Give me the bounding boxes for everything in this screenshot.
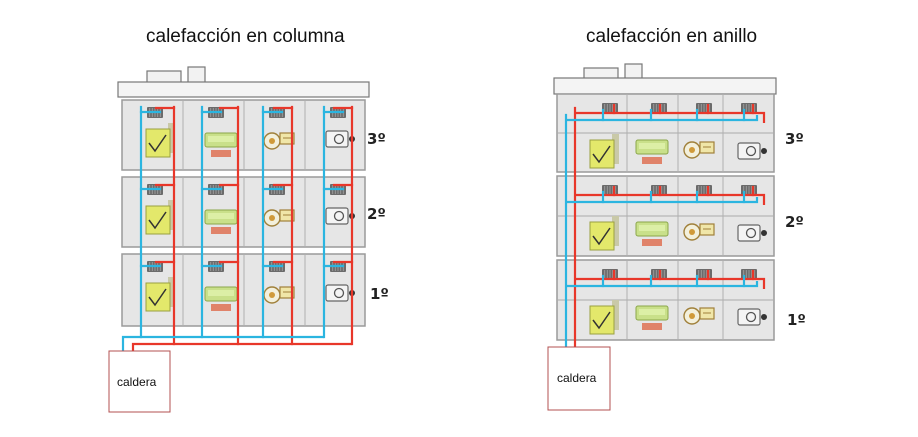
pipes-ring	[564, 103, 766, 350]
floor-label-3-left: 3º	[367, 130, 386, 148]
floor-label-1-left: 1º	[370, 285, 389, 303]
radiator-icon	[602, 269, 618, 279]
cooker-icon	[263, 209, 295, 227]
boiler-ring	[547, 346, 611, 411]
radiator-icon	[602, 185, 618, 195]
floor-label-3-right: 3º	[785, 130, 804, 148]
cooker-icon	[263, 286, 295, 304]
building-column	[117, 66, 370, 327]
floor-label-1-right: 1º	[787, 311, 806, 329]
washing-machine-icon	[737, 142, 767, 160]
boiler-label-left: caldera	[117, 375, 157, 389]
sofa-icon	[635, 221, 669, 246]
supply-ring	[575, 111, 766, 123]
return-ring	[566, 115, 759, 122]
diagram-title-ring: calefacción en anillo	[586, 26, 758, 47]
sofa-icon	[635, 139, 669, 164]
diagram-title-column: calefacción en columna	[146, 26, 345, 47]
sofa-icon	[204, 209, 238, 234]
bed-icon	[589, 134, 619, 169]
radiator-icon	[696, 103, 712, 113]
cooker-icon	[683, 223, 715, 241]
floor-label-2-left: 2º	[367, 205, 386, 223]
return-ring	[566, 197, 759, 204]
supply-ring	[575, 193, 766, 205]
roof-chimney	[187, 66, 206, 84]
roof	[553, 77, 777, 95]
return-main	[121, 335, 324, 352]
boiler-column	[108, 350, 171, 413]
pipes-column	[121, 105, 354, 352]
building-ring	[553, 63, 777, 341]
bed-icon	[589, 216, 619, 251]
sofa-icon	[635, 305, 669, 330]
bed-icon	[145, 123, 175, 158]
radiator-icon	[696, 185, 712, 195]
bed-icon	[145, 200, 175, 235]
floor-label-2-right: 2º	[785, 213, 804, 231]
cooker-icon	[683, 307, 715, 325]
washing-machine-icon	[325, 284, 355, 302]
supply-ring	[575, 277, 766, 289]
return-ring	[566, 281, 759, 288]
washing-machine-icon	[325, 130, 355, 148]
washing-machine-icon	[737, 308, 767, 326]
washing-machine-icon	[737, 224, 767, 242]
radiator-icon	[696, 269, 712, 279]
bed-icon	[589, 300, 619, 335]
radiator-icon	[602, 103, 618, 113]
supply-main	[131, 342, 352, 352]
bed-icon	[145, 277, 175, 312]
roof	[117, 81, 370, 98]
roof-chimney	[146, 70, 182, 84]
cooker-icon	[683, 141, 715, 159]
boiler-label-right: caldera	[557, 371, 597, 385]
